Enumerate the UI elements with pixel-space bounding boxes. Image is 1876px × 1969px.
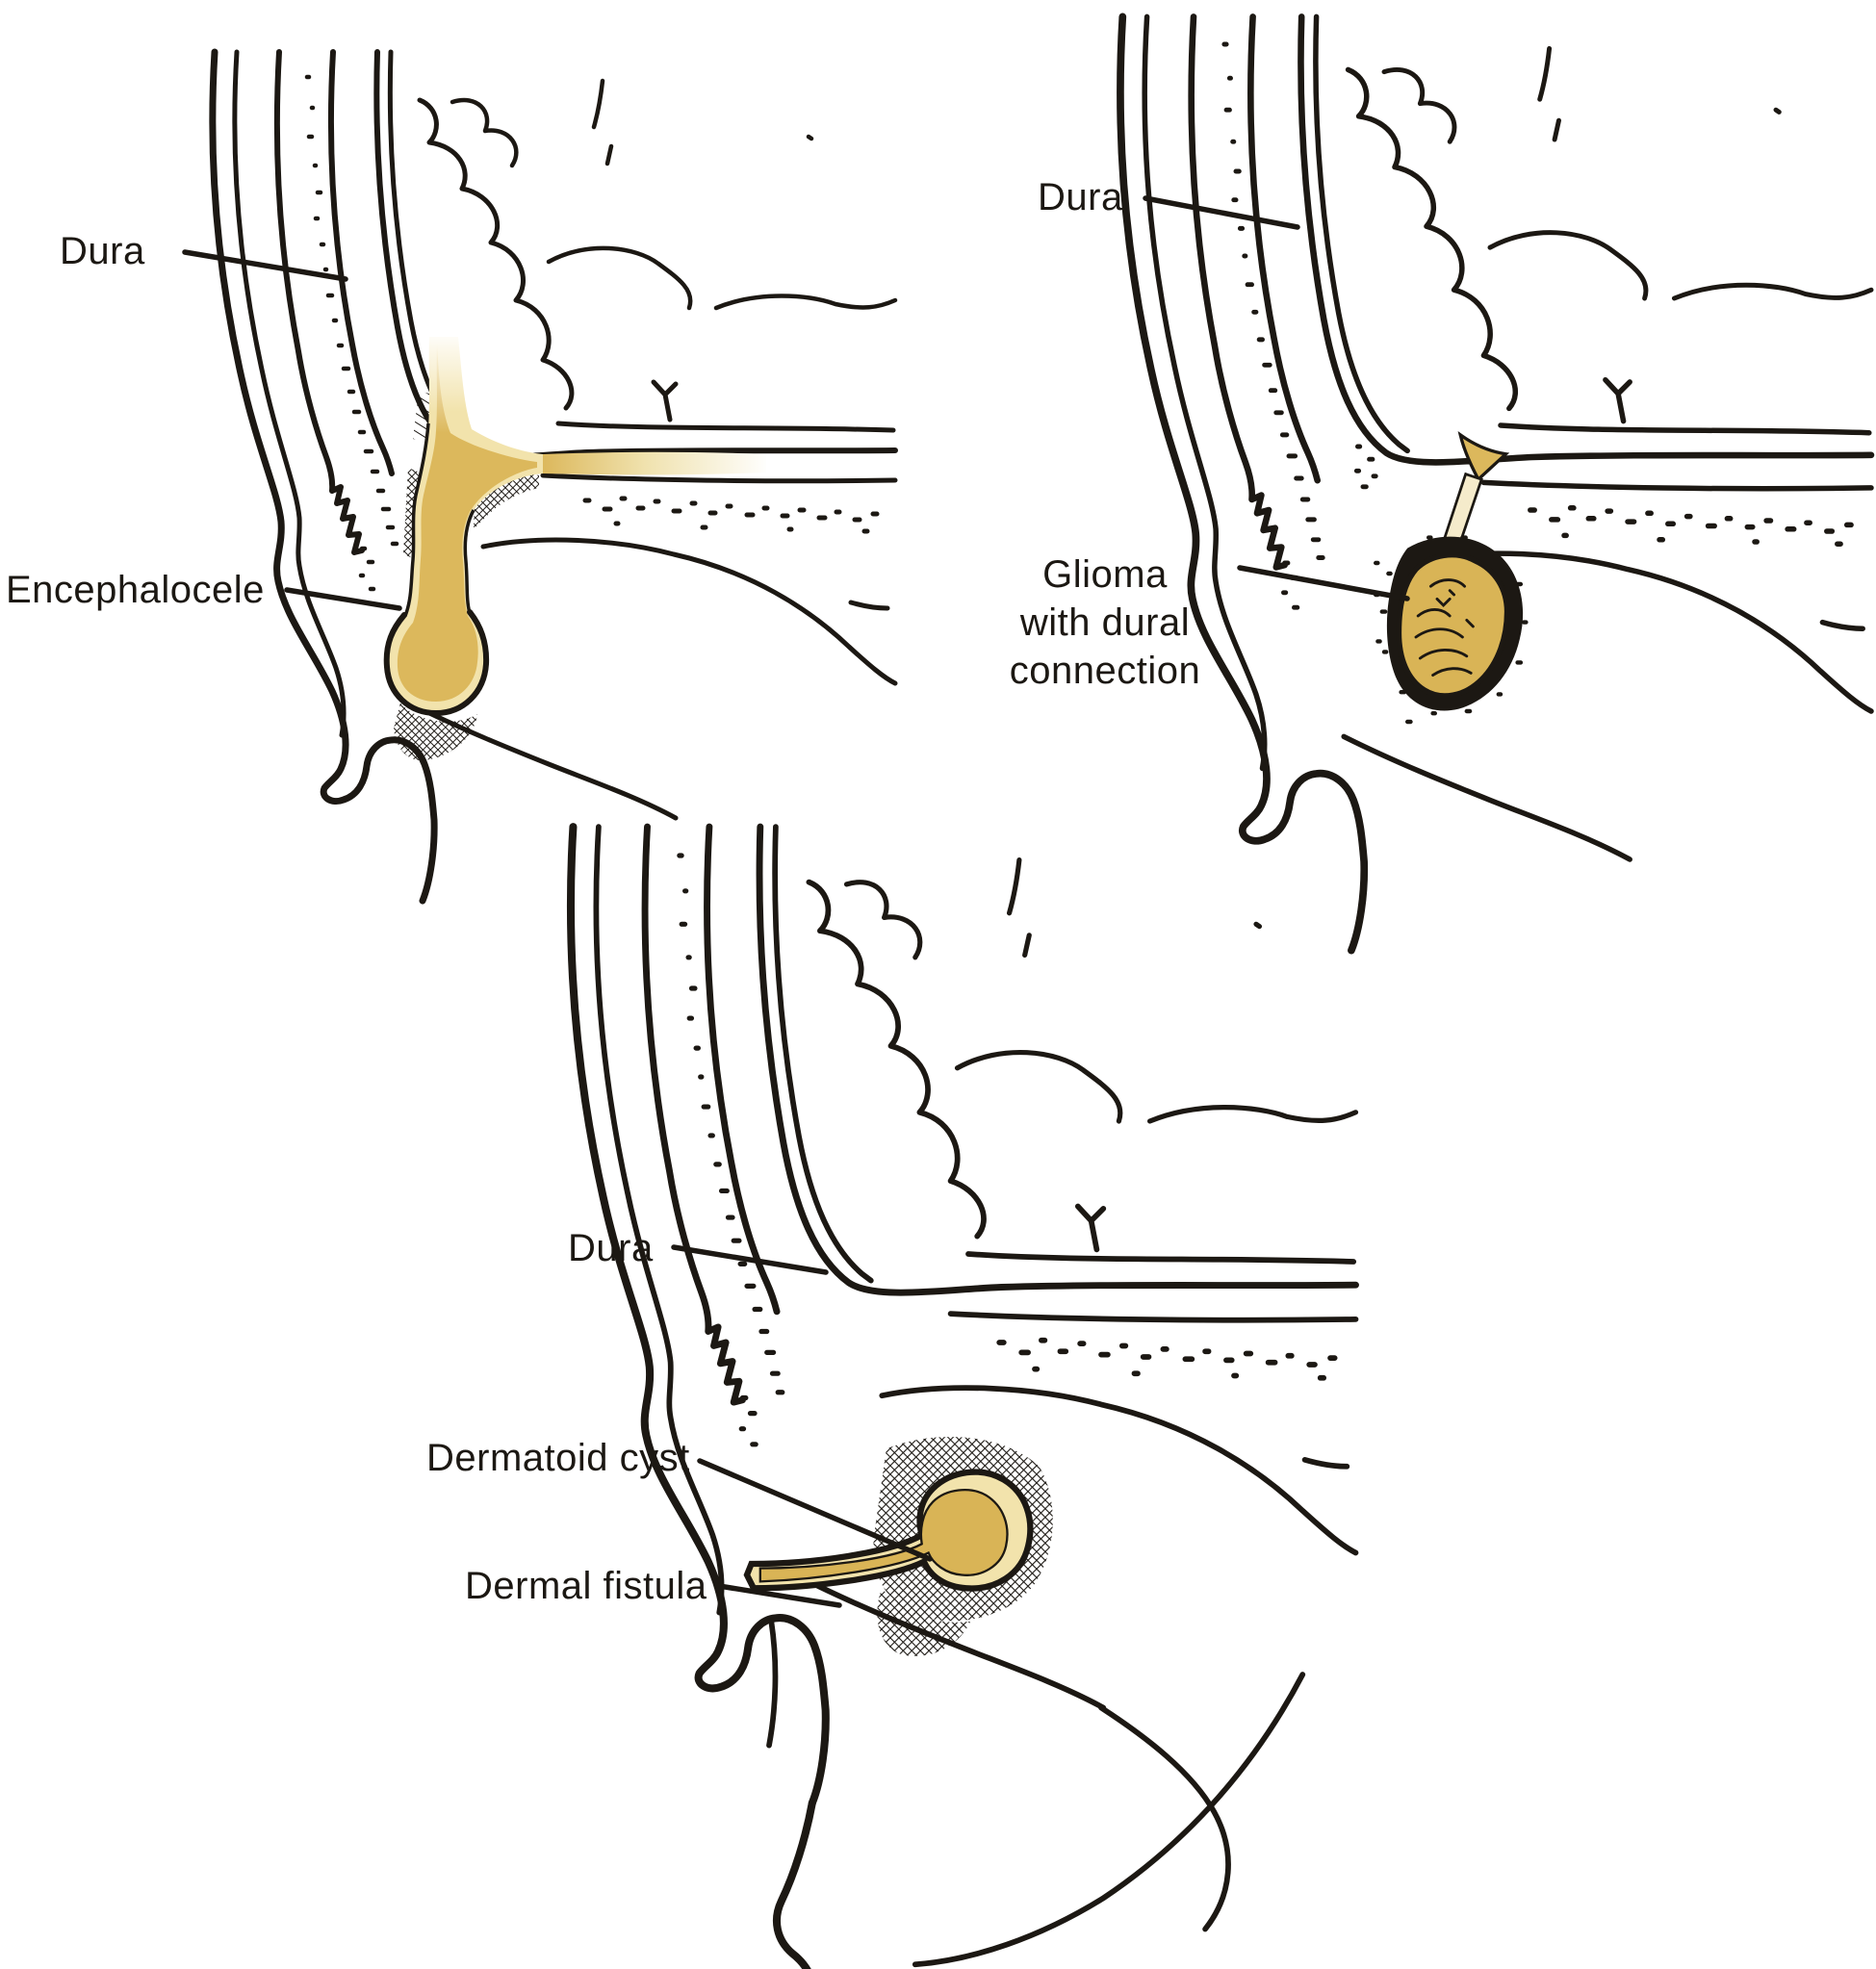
- label-encephalocele: Encephalocele: [6, 569, 265, 611]
- panel-encephalocele-illustration: [213, 52, 895, 901]
- label-glioma-line3: connection: [1009, 650, 1201, 692]
- label-glioma: Glioma with dural connection: [970, 550, 1240, 695]
- leader-lines: [182, 195, 1410, 1608]
- label-glioma-line2: with dural: [1019, 601, 1191, 644]
- panel-glioma-illustration: [1120, 16, 1871, 950]
- label-dura-panel3: Dura: [568, 1227, 654, 1269]
- label-dura-panel2: Dura: [1038, 176, 1123, 218]
- leader-glioma: [1237, 565, 1410, 601]
- leader-dura-panel1: [182, 249, 348, 282]
- label-dermatoid-cyst: Dermatoid cyst: [426, 1437, 690, 1479]
- leader-dermatoid-cyst: [697, 1458, 933, 1562]
- label-dura-panel1: Dura: [60, 230, 145, 272]
- label-dermal-fistula: Dermal fistula: [465, 1565, 707, 1607]
- leader-dura-panel3: [671, 1244, 829, 1275]
- leader-dura-panel2: [1143, 195, 1300, 230]
- leader-dermal-fistula: [716, 1583, 842, 1608]
- panel-dermoid-illustration: [571, 827, 1356, 1969]
- label-glioma-line1: Glioma: [1042, 553, 1168, 596]
- leader-encephalocele: [284, 587, 402, 611]
